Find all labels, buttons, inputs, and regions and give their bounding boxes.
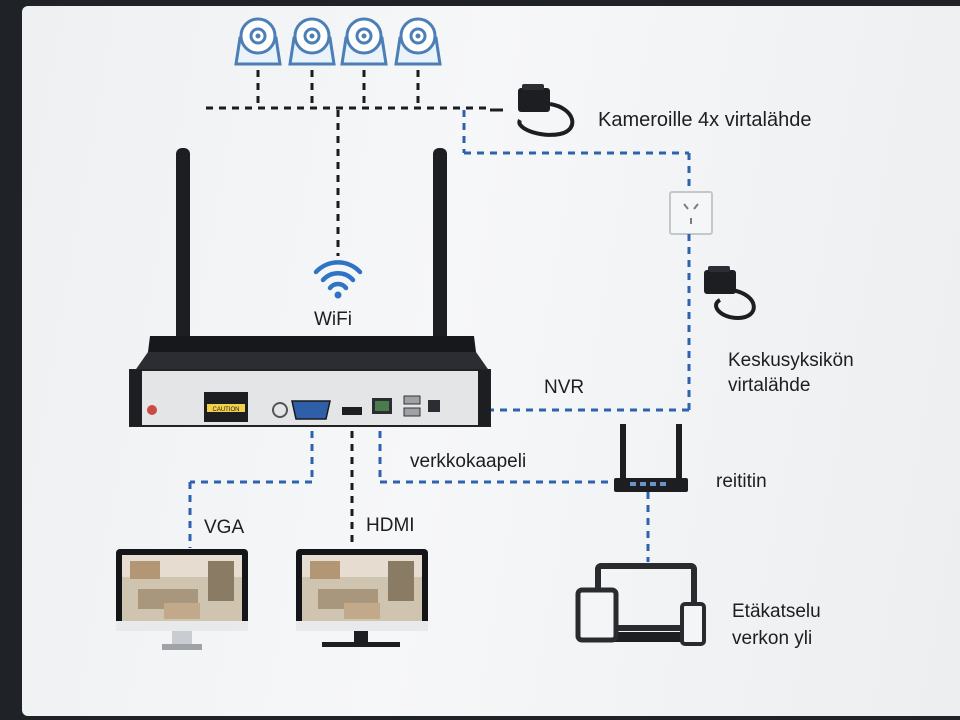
wifi-label: WiFi [314, 309, 352, 330]
camera-wifi-lines [206, 70, 490, 256]
hdmi-label: HDMI [366, 515, 415, 536]
camera-icon [394, 17, 442, 66]
caution-label: CAUTION [213, 407, 240, 413]
wifi-icon [313, 260, 363, 299]
power-adapter-icon [704, 266, 756, 321]
router-label: reititin [716, 471, 767, 492]
monitor-icon [116, 549, 248, 650]
power-adapter-icon [490, 84, 575, 137]
network-cable-label: verkkokaapeli [410, 451, 527, 472]
tablet-icon [575, 587, 619, 643]
remote-view-label: Etäkatselu verkon yli [732, 601, 821, 649]
router-icon [614, 424, 688, 492]
phone-icon [680, 602, 706, 646]
vga-label: VGA [204, 517, 245, 538]
wall-socket-icon [669, 191, 713, 235]
nvr-device: CAUTION [129, 148, 491, 427]
camera-icon [288, 17, 336, 66]
camera-icon [340, 17, 388, 66]
camera-icon [234, 17, 282, 66]
camera-power-label: Kameroille 4x virtalähde [598, 109, 812, 131]
blue-connection-lines [188, 110, 691, 562]
nvr-label: NVR [544, 377, 585, 398]
monitor-icon [296, 549, 428, 647]
nvr-power-label: Keskusyksikön virtalähde [728, 350, 854, 396]
